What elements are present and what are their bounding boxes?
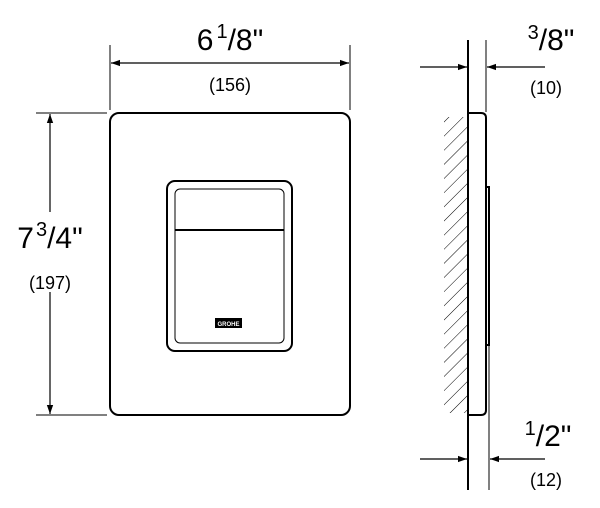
- depth-top-label: 3/8": [528, 22, 575, 57]
- button-profile: [486, 186, 490, 346]
- depth-bottom-label: 1/2": [525, 418, 572, 453]
- height-metric: (197): [29, 273, 71, 293]
- wall-hatching: [444, 117, 468, 413]
- front-view: GROHE: [109, 112, 351, 416]
- side-view: [444, 40, 490, 490]
- plate-profile: [468, 112, 487, 416]
- flush-plate-outline: [109, 112, 351, 416]
- grohe-logo: GROHE: [215, 318, 242, 328]
- depth-top-metric: (10): [530, 78, 562, 98]
- logo-text: GROHE: [217, 322, 239, 328]
- button-housing-outer: [166, 180, 293, 352]
- depth-bottom-metric: (12): [530, 470, 562, 490]
- depth-bottom-dimension: 1/2" (12): [420, 418, 571, 490]
- width-metric: (156): [209, 75, 251, 95]
- button-housing-inner: [174, 188, 285, 344]
- depth-top-dimension: 3/8" (10): [420, 22, 574, 98]
